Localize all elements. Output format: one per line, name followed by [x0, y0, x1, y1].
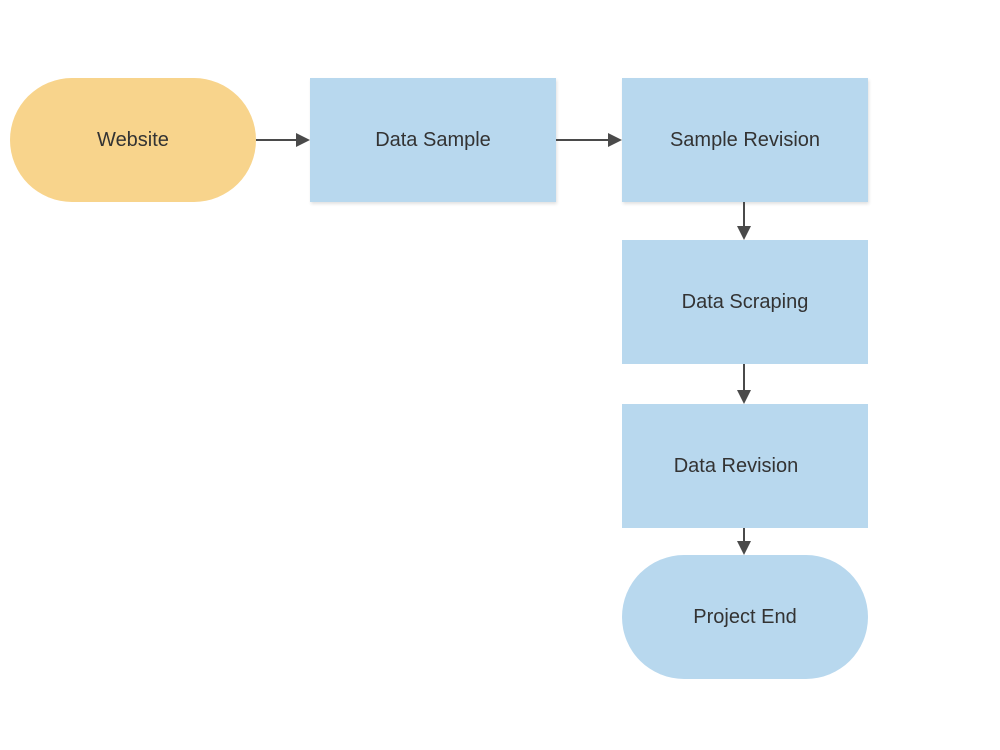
- node-data-scraping-label: Data Scraping: [681, 290, 809, 313]
- node-project-end[interactable]: Project End: [622, 555, 868, 679]
- node-data-sample-label: Data Sample: [375, 128, 491, 151]
- node-data-sample[interactable]: Data Sample: [310, 78, 556, 202]
- node-website[interactable]: Website: [10, 78, 256, 202]
- edge-data-scraping-to-data-revision: [737, 364, 751, 404]
- edge-data-sample-to-sample-revision: [556, 133, 622, 147]
- node-data-revision-label: Data Revision: [673, 454, 799, 477]
- node-data-scraping[interactable]: Data Scraping: [622, 240, 868, 364]
- node-sample-revision-label: Sample Revision: [669, 128, 821, 151]
- node-data-revision[interactable]: Data Revision: [622, 404, 868, 528]
- node-project-end-label: Project End: [693, 605, 797, 628]
- edge-website-to-data-sample: [256, 133, 310, 147]
- edge-data-revision-to-project-end: [737, 528, 751, 555]
- node-sample-revision[interactable]: Sample Revision: [622, 78, 868, 202]
- node-website-label: Website: [97, 128, 169, 151]
- edge-sample-revision-to-data-scraping: [737, 202, 751, 240]
